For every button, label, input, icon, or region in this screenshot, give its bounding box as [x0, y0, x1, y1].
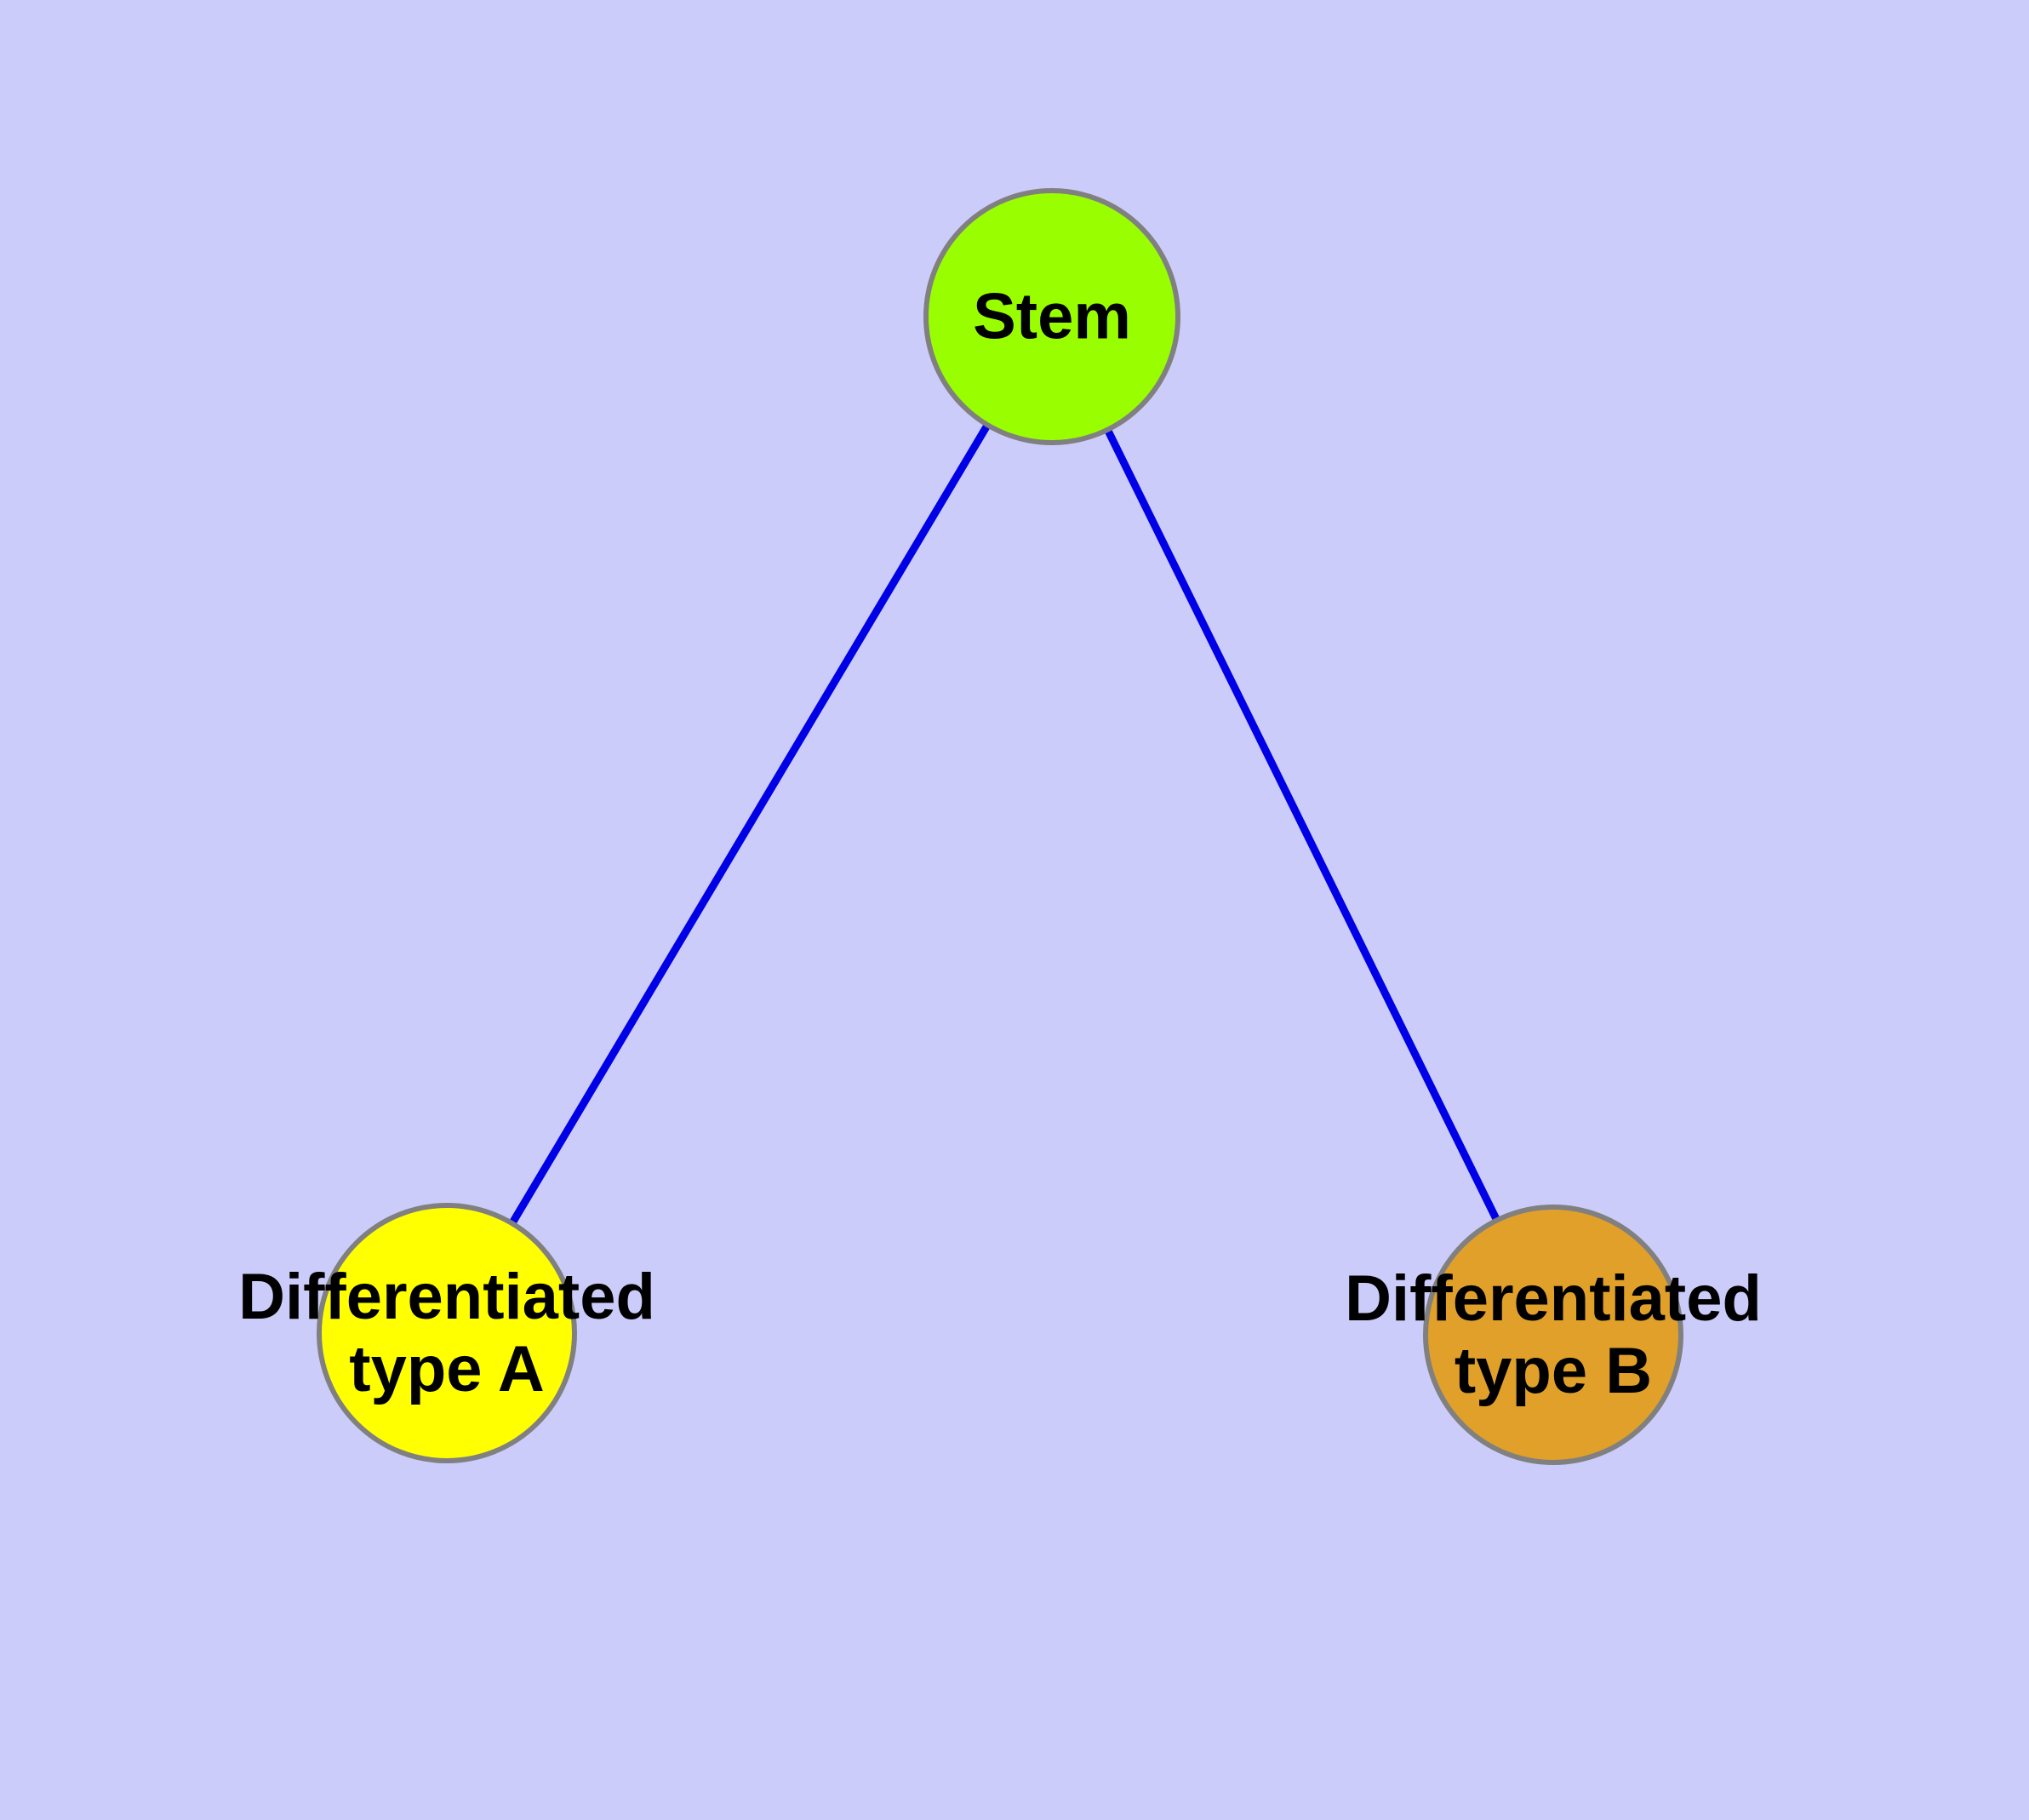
node-layer: [317, 188, 1683, 1465]
edge-stem-to-diff-a[interactable]: [443, 314, 1055, 1336]
edge-stem-to-diff-b[interactable]: [1048, 315, 1557, 1336]
node-differentiated-type-a[interactable]: [317, 1203, 577, 1463]
node-differentiated-type-b[interactable]: [1423, 1205, 1683, 1465]
node-stem[interactable]: [923, 188, 1180, 445]
edge-layer: [443, 314, 1557, 1336]
